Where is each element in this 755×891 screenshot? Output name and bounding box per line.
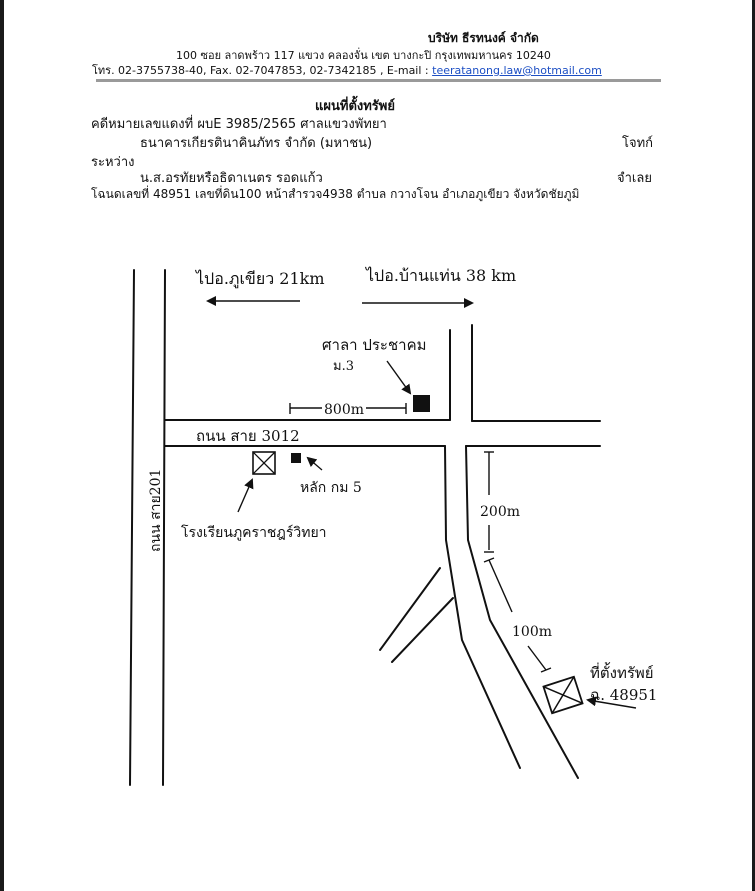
email-link[interactable]: teeratanong.law@hotmail.com	[432, 64, 602, 77]
km-post-label: หลัก กม 5	[300, 480, 362, 496]
pavilion-pointer-arrow	[386, 360, 412, 395]
document-title: แผนที่ตั้งทรัพย์	[315, 99, 395, 114]
road-201-edge-left	[129, 269, 135, 786]
company-contact: โทร. 02-3755738-40, Fax. 02-7047853, 02-…	[92, 61, 602, 79]
label-to-phu-khiao: ไปอ.ภูเขียว 21km	[194, 269, 325, 289]
dim-100m-line-bottom	[527, 645, 547, 671]
property-pointer-arrow	[586, 696, 637, 709]
dim-200m-label: 200m	[480, 504, 520, 520]
south-road-west-edge	[444, 445, 521, 769]
pavilion-marker	[413, 395, 430, 412]
defendant-name: น.ส.อรทัยหรือธิดาเนตร รอดแก้ว	[140, 171, 323, 186]
km-post-pointer-arrow	[306, 456, 323, 471]
dim-800m-label: 800m	[324, 402, 364, 418]
school-pointer-arrow	[237, 478, 254, 513]
plaintiff-name: ธนาคารเกียรตินาคินภัทร จำกัด (มหาชน)	[140, 136, 373, 151]
south-road-east-edge	[465, 445, 579, 779]
school-label: โรงเรียนภูคราชฎร์วิทยา	[181, 524, 327, 541]
between-label: ระหว่าง	[91, 155, 135, 170]
page-right-border	[752, 0, 755, 891]
defendant-role: จำเลย	[617, 171, 652, 186]
property-label: ที่ตั้งทรัพย์	[590, 662, 654, 682]
page-left-border	[0, 0, 4, 891]
company-name: บริษัท ธีรทนงค์ จำกัด	[428, 31, 539, 45]
branch-road-lower-edge	[391, 597, 454, 663]
plaintiff-role: โจทก์	[622, 136, 654, 151]
km-post-marker	[291, 453, 301, 463]
title-deed-line: โฉนดเลขที่ 48951 เลขที่ดิน100 หน้าสำรวจ4…	[91, 187, 580, 201]
road-3012-label: ถนน สาย 3012	[196, 427, 300, 445]
dim-100m-line-top	[488, 559, 513, 613]
company-address: 100 ซอย ลาดพร้าว 117 แขวง คลองจั่น เขต บ…	[176, 49, 551, 62]
school-marker	[252, 451, 276, 475]
property-deed-label: ฉ. 48951	[590, 686, 657, 704]
label-to-ban-thaen: ไปอ.บ้านแท่น 38 km	[364, 266, 516, 285]
pavilion-moo-label: ม.3	[333, 359, 354, 374]
dim-100m-tick-bottom	[540, 667, 552, 673]
pavilion-label: ศาลา ประชาคม	[322, 336, 427, 354]
property-marker	[542, 675, 584, 715]
case-number-line: คดีหมายเลขแดงที่ ผบE 3985/2565 ศาลแขวงพั…	[91, 117, 387, 132]
dim-100m-label: 100m	[512, 624, 552, 640]
school-marker-cross-b	[252, 451, 276, 475]
contact-phone-fax: โทร. 02-3755738-40, Fax. 02-7047853, 02-…	[92, 64, 433, 77]
road-201-label: ถนน สาย201	[148, 469, 164, 552]
header-divider	[96, 79, 661, 82]
branch-road-upper-edge	[379, 567, 441, 651]
road-201-edge-right	[162, 269, 166, 786]
